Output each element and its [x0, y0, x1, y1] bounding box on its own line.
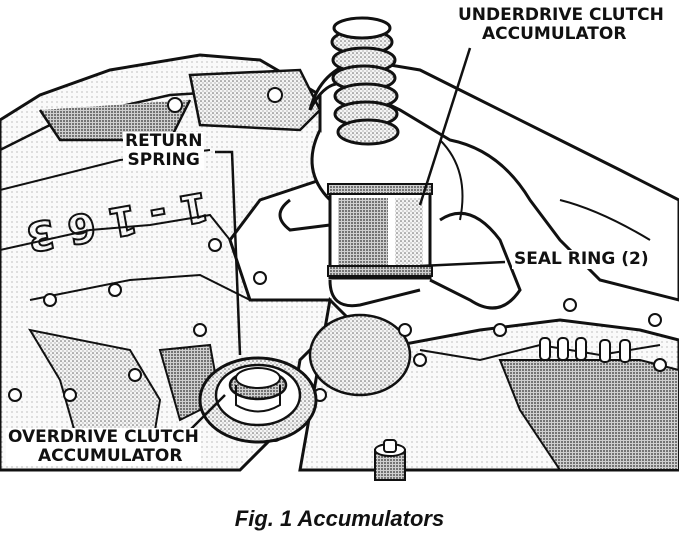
return-spring-part	[330, 16, 400, 146]
return-label-line1: RETURN	[125, 131, 203, 151]
seal-ring-label-text: SEAL RING (2)	[514, 249, 649, 269]
overdrive-clutch-label: OVERDRIVE CLUTCH ACCUMULATOR	[6, 428, 201, 466]
leader-lines	[187, 47, 506, 433]
overdrive-label-line2: ACCUMULATOR	[38, 446, 183, 466]
underdrive-label-line1: UNDERDRIVE CLUTCH	[458, 5, 664, 25]
return-label-line2: SPRING	[127, 150, 200, 170]
valve-body-casting: 1 - 1 6 3	[0, 53, 679, 472]
valve-pin-part	[374, 439, 406, 481]
return-spring-label: RETURN SPRING	[123, 131, 205, 170]
hand-outline	[278, 58, 679, 310]
underdrive-label-line2: ACCUMULATOR	[482, 24, 627, 44]
seal-ring-label: SEAL RING (2)	[512, 250, 651, 269]
underdrive-clutch-label: UNDERDRIVE CLUTCH ACCUMULATOR	[456, 6, 666, 44]
overdrive-accumulator-part	[198, 356, 318, 444]
figure-caption: Fig. 1 Accumulators	[234, 506, 445, 531]
overdrive-label-line1: OVERDRIVE CLUTCH	[8, 427, 199, 447]
underdrive-accumulator-part	[327, 183, 433, 280]
